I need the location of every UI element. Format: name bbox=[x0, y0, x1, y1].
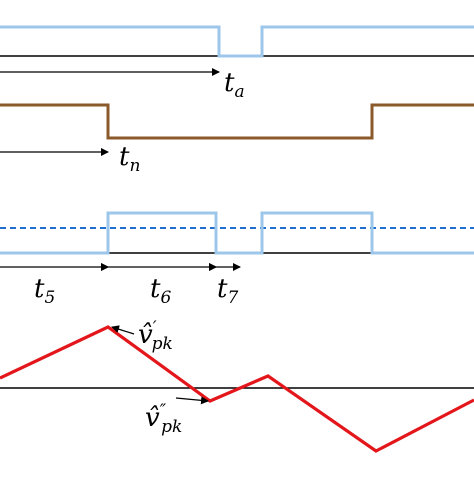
triangle-waveform bbox=[0, 325, 474, 453]
label-vpk-double-prime: v̂″pk bbox=[145, 401, 182, 437]
pulse-waveform-n bbox=[0, 103, 474, 140]
pulse-waveform-c bbox=[0, 211, 474, 255]
label-t5-base: t bbox=[34, 274, 45, 304]
label-vpk-prime-sub: pk bbox=[152, 334, 173, 354]
label-t5-sub: 5 bbox=[44, 288, 55, 308]
label-vpk-prime-mark: ′ bbox=[153, 318, 157, 338]
label-vpk-double-prime-sub: pk bbox=[161, 417, 182, 437]
label-tn: tn bbox=[119, 142, 140, 176]
label-t7: t7 bbox=[217, 274, 238, 308]
label-vpk-double-prime-base: v̂ bbox=[145, 403, 160, 433]
label-vpk-double-prime-mark: ″ bbox=[160, 401, 167, 421]
peak-pointer-2 bbox=[175, 396, 209, 405]
label-ta-sub: a bbox=[234, 82, 244, 102]
label-t7-sub: 7 bbox=[227, 288, 238, 308]
label-tn-sub: n bbox=[129, 156, 140, 176]
label-vpk-prime: v̂′pk bbox=[138, 318, 173, 354]
label-ta: ta bbox=[224, 68, 245, 102]
peak-pointer-1 bbox=[111, 325, 135, 335]
label-t6-base: t bbox=[150, 274, 161, 304]
label-t6: t6 bbox=[150, 274, 171, 308]
label-t5: t5 bbox=[34, 274, 55, 308]
label-t7-base: t bbox=[217, 274, 228, 304]
label-vpk-prime-base: v̂ bbox=[138, 320, 153, 350]
label-tn-base: t bbox=[119, 142, 130, 172]
label-ta-base: t bbox=[224, 68, 235, 98]
label-t6-sub: 6 bbox=[160, 288, 171, 308]
pulse-waveform-a bbox=[0, 25, 474, 58]
